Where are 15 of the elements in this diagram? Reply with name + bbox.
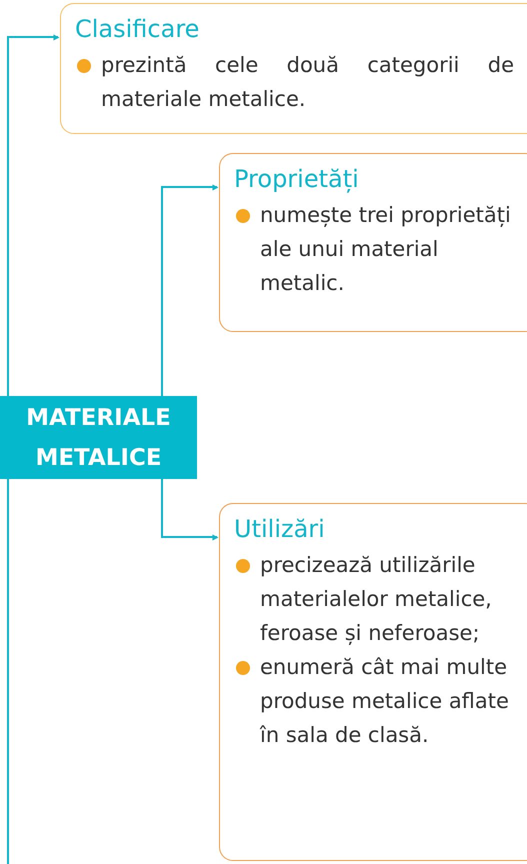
- bullet-text: prezintă cele două categorii de materiale metalice.: [101, 52, 515, 113]
- info-card: [60, 3, 527, 134]
- card-heading: Proprietăți: [234, 164, 360, 195]
- topic-box: [0, 396, 197, 479]
- card-heading: Utilizări: [234, 514, 326, 545]
- bullet-text: enumeră cât mai multe produse metalice aflate în sala de clasă.: [260, 654, 510, 749]
- connector-arrow: [161, 479, 218, 540]
- topic-title: MATERIALE METALICE: [25, 404, 172, 472]
- connector-arrow: [161, 184, 218, 396]
- info-card: [219, 503, 527, 861]
- connector-arrow: [7, 34, 60, 396]
- bullet-text: precizează utilizările materialelor metalice, feroase și neferoase;: [260, 552, 493, 647]
- info-card: [219, 153, 527, 332]
- bullet-text: numește trei proprietăți ale unui material metalic.: [260, 202, 512, 297]
- card-heading: Clasificare: [75, 14, 200, 45]
